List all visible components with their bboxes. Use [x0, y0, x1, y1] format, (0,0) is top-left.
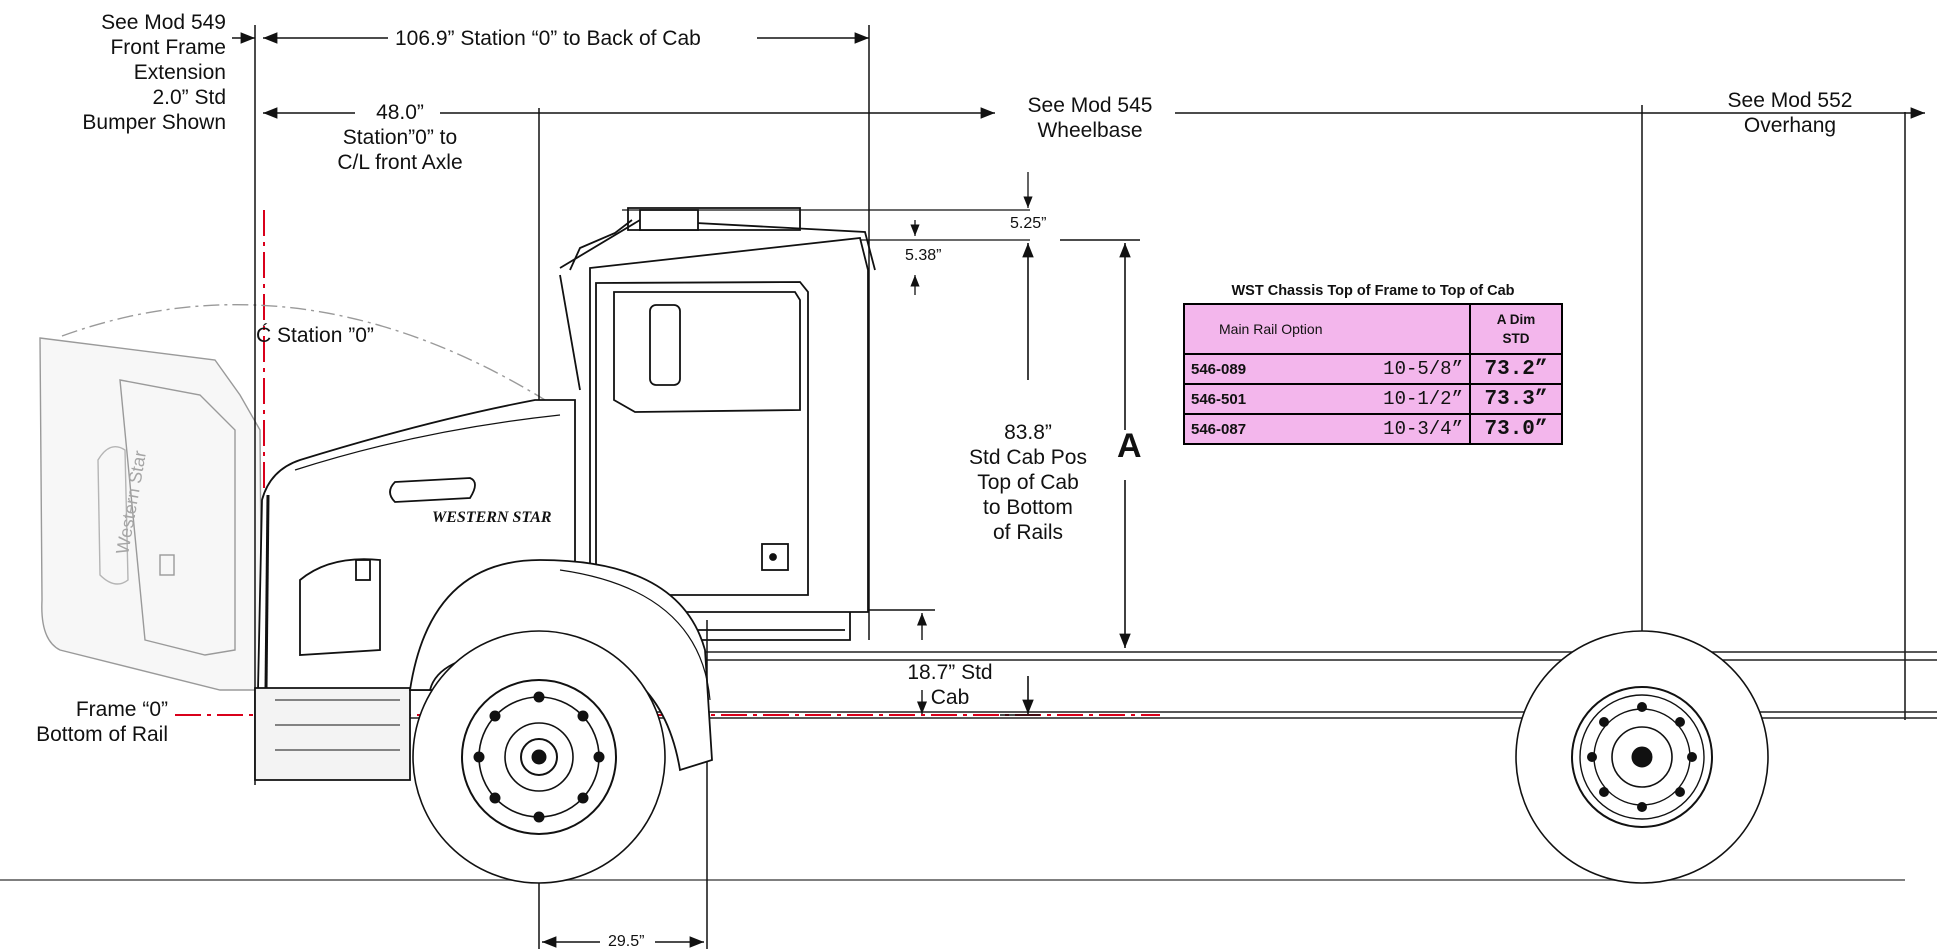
label-station-to-axle: 48.0” Station”0” to C/L front Axle — [337, 101, 463, 174]
label-overhang: See Mod 552 Overhang — [1727, 89, 1853, 137]
label-station-to-cab: 106.9” Station “0” to Back of Cab — [395, 27, 701, 50]
dim-a — [1060, 239, 1140, 648]
label-dim-29-5: 29.5” — [608, 933, 645, 950]
label-dim-5-38: 5.38” — [905, 247, 942, 264]
mirror — [649, 304, 681, 386]
header-main-rail-option: Main Rail Option — [1183, 303, 1471, 355]
door-handle — [761, 543, 789, 571]
label-std-cab: 18.7” Std Cab — [907, 661, 993, 709]
label-dim-a: A — [1117, 427, 1142, 465]
row-a-dim: 73.3” — [1469, 383, 1563, 415]
row-option: 546-501 — [1183, 383, 1305, 415]
row-option: 546-087 — [1183, 413, 1305, 445]
row-a-dim: 73.0” — [1469, 413, 1563, 445]
row-size: 10-3/4” — [1304, 413, 1472, 445]
front-wheel — [412, 630, 666, 884]
spec-table-title: WST Chassis Top of Frame to Top of Cab — [1231, 283, 1515, 299]
label-frame-zero: Frame “0” Bottom of Rail — [36, 698, 168, 746]
rear-wheel — [1515, 630, 1769, 884]
label-station-zero: Ć Station ”0” — [256, 324, 374, 347]
label-cab-position: 83.8” Std Cab Pos Top of Cab to Bottom o… — [969, 421, 1087, 544]
row-size: 10-1/2” — [1304, 383, 1472, 415]
label-wheelbase: See Mod 545 Wheelbase — [1027, 94, 1153, 142]
cab — [589, 237, 869, 613]
truck-body — [254, 207, 876, 781]
table-row: 546-089 10-5/8” 73.2” — [1183, 353, 1563, 385]
brand-logo: WESTERN STAR — [432, 509, 552, 526]
table-row: 546-501 10-1/2” 73.3” — [1183, 383, 1563, 415]
row-size: 10-5/8” — [1304, 353, 1472, 385]
label-dim-5-25: 5.25” — [1010, 215, 1047, 232]
spec-table: WST Chassis Top of Frame to Top of Cab M… — [1183, 283, 1563, 445]
tilted-hood-ghost — [39, 304, 546, 691]
label-front-frame: See Mod 549 Front Frame Extension 2.0” S… — [82, 11, 226, 134]
dim-cab-height — [1000, 242, 1040, 716]
table-row: 546-087 10-3/4” 73.0” — [1183, 413, 1563, 445]
row-option: 546-089 — [1183, 353, 1305, 385]
row-a-dim: 73.2” — [1469, 353, 1563, 385]
